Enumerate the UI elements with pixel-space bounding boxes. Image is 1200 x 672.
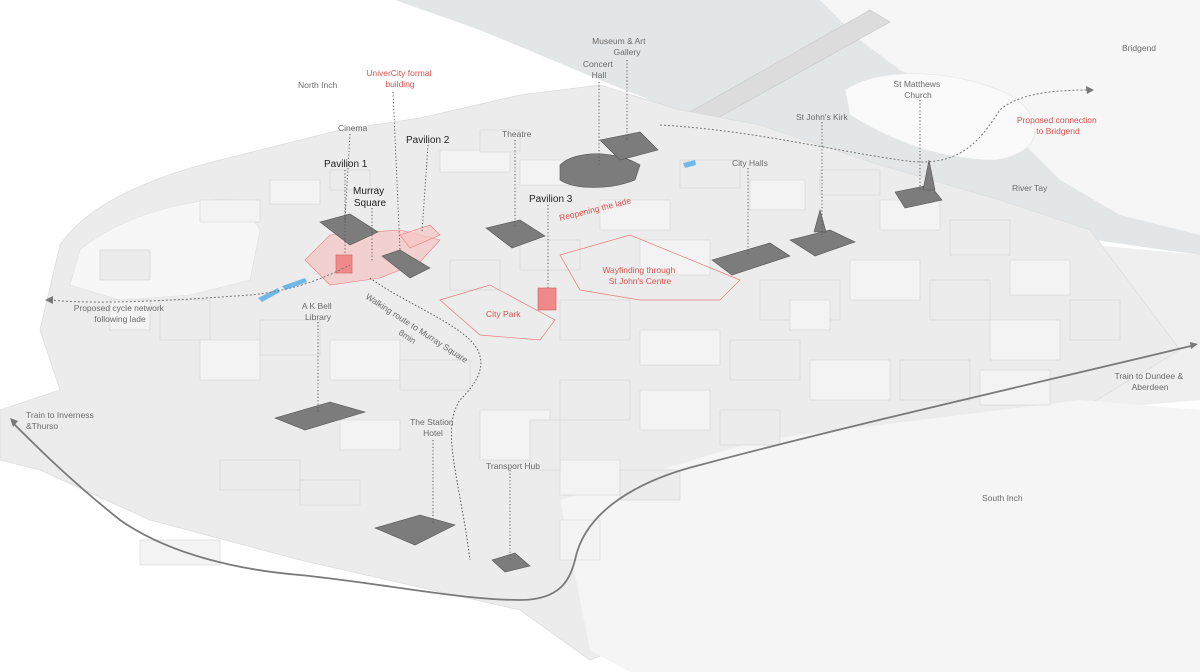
label-city-halls: City Halls bbox=[732, 158, 768, 168]
label-concert-hall: Concert Hall bbox=[583, 59, 615, 80]
arrow-bridgend bbox=[1086, 86, 1094, 94]
station-hotel bbox=[374, 514, 456, 546]
theatre-building bbox=[485, 219, 546, 249]
label-pavilion-1: Pavilion 1 bbox=[324, 159, 368, 170]
ak-bell-library bbox=[274, 401, 367, 431]
label-station-hotel: The Station Hotel bbox=[410, 417, 456, 438]
label-wayfinding: Wayfinding through St John's Centre bbox=[602, 265, 677, 286]
city-park-zone bbox=[439, 284, 556, 341]
label-cycle-network: Proposed cycle network following lade bbox=[74, 303, 167, 324]
label-river-tay: River Tay bbox=[1012, 183, 1048, 193]
label-pavilion-2: Pavilion 2 bbox=[406, 135, 450, 146]
label-museum: Museum & Art Gallery bbox=[592, 36, 648, 57]
city-halls bbox=[711, 242, 791, 276]
transport-hub bbox=[491, 552, 531, 573]
st-johns-kirk bbox=[789, 229, 856, 257]
st-matthews-spire bbox=[922, 159, 936, 191]
concert-hall bbox=[559, 153, 641, 188]
lade-water-3 bbox=[683, 160, 696, 168]
label-univercity: UniverCity formal building bbox=[366, 68, 434, 89]
label-train-dundee: Train to Dundee & Aberdeen bbox=[1114, 371, 1185, 392]
label-murray-square: Murray Square bbox=[353, 186, 387, 209]
label-south-inch: South Inch bbox=[982, 493, 1023, 503]
label-bridgend: Bridgend bbox=[1122, 43, 1156, 53]
arrow-inverness bbox=[10, 418, 18, 427]
label-proposed-connection: Proposed connection to Bridgend bbox=[1017, 115, 1099, 136]
pavilion-3-block bbox=[537, 287, 557, 311]
railway-line bbox=[11, 344, 1196, 601]
walking-route bbox=[369, 277, 482, 561]
label-city-park: City Park bbox=[486, 309, 521, 319]
leader-lines bbox=[317, 60, 921, 560]
label-ak-bell: A K Bell Library bbox=[302, 301, 334, 322]
pavilion-1-block bbox=[335, 254, 353, 274]
cycle-network-route bbox=[49, 264, 351, 303]
label-pavilion-3: Pavilion 3 bbox=[529, 194, 573, 205]
st-johns-spire bbox=[813, 208, 827, 233]
label-cinema: Cinema bbox=[338, 123, 368, 133]
proposed-connection-route bbox=[659, 89, 1091, 163]
label-north-inch: North Inch bbox=[298, 80, 337, 90]
lade-water-2 bbox=[282, 278, 307, 290]
landmark-buildings bbox=[274, 131, 943, 573]
arrow-cycle bbox=[45, 296, 53, 304]
pavilion-2-building bbox=[381, 249, 431, 279]
label-st-johns-kirk: St John's Kirk bbox=[796, 112, 848, 122]
lade-zone bbox=[399, 224, 441, 249]
label-transport-hub: Transport Hub bbox=[486, 461, 540, 471]
south-inch-ground bbox=[560, 400, 1200, 672]
river-island bbox=[844, 73, 1036, 161]
label-train-inverness: Train to Inverness &Thurso bbox=[26, 410, 96, 431]
label-theatre: Theatre bbox=[502, 129, 532, 139]
wayfinding-zone bbox=[559, 234, 741, 301]
label-st-matthews: St Matthews Church bbox=[893, 79, 942, 100]
st-matthews-church bbox=[894, 184, 943, 209]
arrow-dundee bbox=[1190, 342, 1198, 349]
museum-building bbox=[599, 131, 659, 161]
cinema-building bbox=[319, 213, 379, 246]
